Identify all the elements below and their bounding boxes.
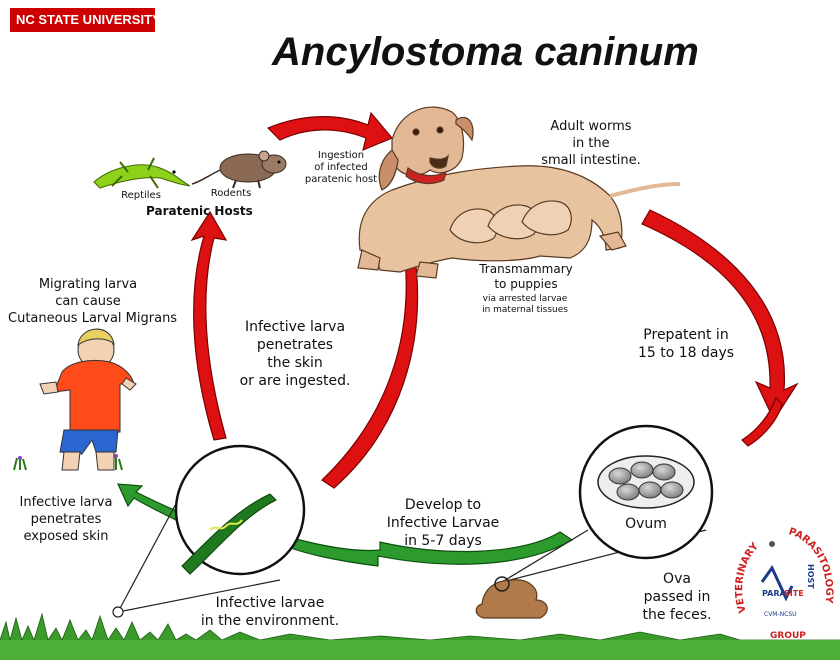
- arrow-dog-to-ovum: [641, 209, 799, 422]
- label-paratenic-hosts: Paratenic Hosts: [146, 204, 253, 218]
- label-rodents: Rodents: [210, 188, 252, 199]
- feces-icon: [475, 576, 548, 619]
- child-icon: [39, 328, 137, 471]
- vet-parasitology-logo: VETERINARY PARASITOLOGY PARA SITE HOST C…: [734, 526, 834, 641]
- logo-para: PARA: [762, 589, 786, 598]
- label-environment: Infective larvae in the environment.: [200, 595, 340, 629]
- logo-cvm: CVM-NCSU: [764, 611, 797, 618]
- arrow-to-dog: [266, 111, 393, 152]
- logo-site: SITE: [784, 589, 804, 598]
- dog-icon: [357, 106, 681, 279]
- logo-host: HOST: [806, 564, 815, 589]
- label-ovum: Ovum: [625, 516, 667, 532]
- label-infective-exposed: Infective larva penetrates exposed skin: [19, 495, 113, 544]
- label-arrested-larvae: via arrested larvae in maternal tissues: [482, 294, 568, 315]
- label-develop: Develop to Infective Larvae in 5-7 days: [386, 497, 500, 549]
- arrow-dog-to-ovum-tip: [741, 396, 783, 447]
- reptile-lizard-icon: [93, 157, 191, 189]
- label-migrating-larva: Migrating larva can cause Cutaneous Larv…: [8, 277, 178, 326]
- logo-group: GROUP: [770, 631, 806, 641]
- label-infective-penetrates: Infective larva penetrates the skin or a…: [239, 319, 351, 389]
- larva-magnifier: [112, 444, 306, 618]
- label-reptiles: Reptiles: [121, 190, 161, 201]
- label-ingestion: Ingestion of infected paratenic host: [304, 150, 378, 185]
- rodent-icon: [191, 150, 287, 189]
- ground: [0, 640, 840, 660]
- label-ova-passed: Ova passed in the feces.: [642, 571, 712, 623]
- label-prepatent: Prepatent in 15 to 18 days: [637, 327, 735, 361]
- diagram-title: Ancylostoma caninum: [272, 30, 699, 74]
- arrow-to-paratenic: [190, 210, 228, 441]
- ovum-magnifier: [501, 424, 714, 583]
- logo-veterinary: VETERINARY: [734, 540, 761, 614]
- label-transmammary: Transmammary to puppies: [479, 262, 573, 291]
- label-adult-worms: Adult worms in the small intestine.: [541, 119, 641, 168]
- nc-state-badge: NC STATE UNIVERSITY: [10, 8, 161, 32]
- arrow-to-skin: [117, 483, 185, 523]
